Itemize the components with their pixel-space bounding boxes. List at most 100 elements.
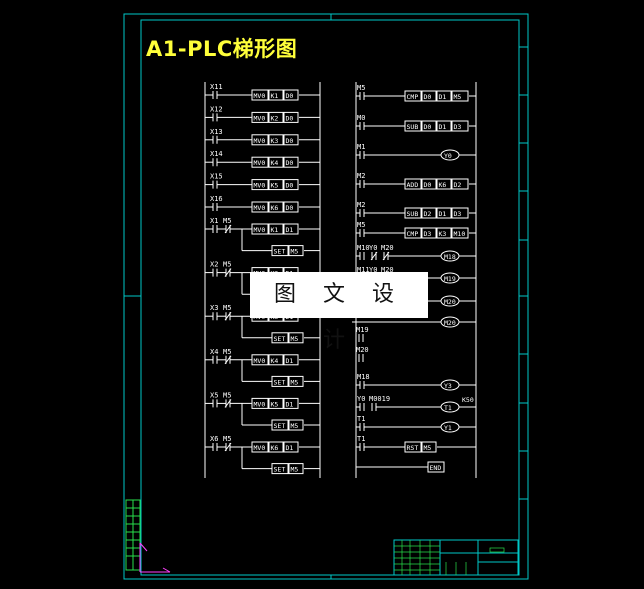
set-instr-cell	[288, 375, 304, 387]
mov-instr-text: MV0	[254, 400, 266, 408]
instr-box-text: D0	[424, 123, 432, 131]
instr-box-cell	[421, 207, 437, 219]
mov-instr-text: K4	[271, 357, 279, 365]
instr-box-text: D2	[454, 181, 462, 189]
instr-box-text: SUB	[407, 210, 419, 218]
set-instr-cell	[271, 419, 289, 431]
mov-instr-cell	[251, 397, 269, 409]
instr-box-text: CMP	[407, 230, 419, 238]
instr-box-cell	[421, 441, 437, 453]
contact-slash	[224, 355, 232, 365]
contact-slash	[382, 251, 390, 261]
instr-box-cell	[404, 90, 422, 102]
set-instr-cell	[288, 245, 304, 257]
instr-box-text: SUB	[407, 123, 419, 131]
set-instr-cell	[271, 332, 289, 344]
mov-instr-cell	[283, 354, 299, 366]
mov-instr-cell	[251, 201, 269, 213]
instr-box-cell	[421, 120, 437, 132]
input-contact: X12	[210, 105, 223, 113]
m5-contact: M5	[223, 261, 231, 269]
instr-box-cell	[404, 441, 422, 453]
set-instr-text: SET	[274, 422, 286, 430]
instr-box-cell	[421, 178, 437, 190]
instr-box-text: D3	[454, 210, 462, 218]
diagram-title: A1-PLC梯形图	[146, 37, 298, 61]
set-instr-text: M5	[291, 335, 299, 343]
instr-box-cell	[404, 178, 422, 190]
timer-const: K50	[462, 396, 474, 404]
mov-instr-cell	[268, 223, 284, 235]
m5-contact: M5	[223, 435, 231, 443]
set-instr-cell	[288, 332, 304, 344]
contact: M2	[357, 201, 365, 209]
set-instr-text: SET	[274, 335, 286, 343]
mov-instr-text: K5	[271, 400, 279, 408]
mov-instr-text: MV0	[254, 159, 266, 167]
mov-instr-text: D0	[286, 159, 294, 167]
input-contact: X14	[210, 150, 223, 158]
mov-instr-cell	[251, 441, 269, 453]
coil-label: Y1	[444, 424, 452, 432]
mov-instr-text: MV0	[254, 226, 266, 234]
left-title-strip	[125, 499, 141, 571]
mov-instr-text: D1	[286, 226, 294, 234]
instr-box-text: D0	[424, 181, 432, 189]
instr-box-text: M5	[424, 444, 432, 452]
instr-box-cell	[436, 207, 452, 219]
contact: M20	[356, 346, 369, 354]
contact: Y0	[369, 266, 377, 274]
instr-box-cell	[421, 227, 437, 239]
set-instr-cell	[288, 463, 304, 475]
instr-box-text: RST	[407, 444, 419, 452]
mov-instr-text: K1	[271, 92, 279, 100]
instr-box-cell	[451, 120, 469, 132]
mov-instr-text: K6	[271, 204, 279, 212]
set-instr-cell	[271, 463, 289, 475]
instr-box-cell	[451, 227, 469, 239]
mov-instr-cell	[268, 111, 284, 123]
mov-instr-cell	[251, 223, 269, 235]
instr-box-text: M10	[454, 230, 466, 238]
mov-instr-cell	[268, 354, 284, 366]
end-instr-cell	[427, 461, 445, 473]
mov-instr-cell	[251, 111, 269, 123]
mov-instr-text: K1	[271, 226, 279, 234]
coil-label: M20	[444, 298, 456, 306]
mov-instr-cell	[268, 201, 284, 213]
mov-instr-cell	[283, 441, 299, 453]
instr-box-text: D3	[424, 230, 432, 238]
end-instr-text: END	[430, 464, 442, 472]
mov-instr-cell	[283, 89, 299, 101]
mov-instr-cell	[268, 441, 284, 453]
set-instr-cell	[288, 419, 304, 431]
mov-instr-cell	[268, 134, 284, 146]
contact: Y0	[357, 395, 365, 403]
contact: T1	[357, 415, 365, 423]
mov-instr-cell	[251, 156, 269, 168]
set-instr-text: M5	[291, 422, 299, 430]
mov-instr-text: MV0	[254, 137, 266, 145]
coil-label: M20	[444, 319, 456, 327]
contact: M5	[357, 84, 365, 92]
contact-slash	[224, 311, 232, 321]
instr-box-cell	[451, 207, 469, 219]
contact-slash	[224, 268, 232, 277]
contact: M11	[357, 266, 370, 274]
title-block-grid	[394, 540, 505, 575]
input-contact: X13	[210, 128, 223, 136]
contact: M2	[357, 172, 365, 180]
instr-box-text: K3	[439, 230, 447, 238]
set-instr-text: M5	[291, 466, 299, 474]
coil-label: T1	[444, 404, 452, 412]
input-contact: X16	[210, 195, 223, 203]
instr-box-cell	[436, 227, 452, 239]
contact: M20	[381, 244, 394, 252]
mov-instr-text: D0	[286, 92, 294, 100]
contact-slash	[224, 224, 232, 234]
mov-instr-text: D0	[286, 137, 294, 145]
instr-box-cell	[451, 90, 469, 102]
mov-instr-text: D1	[286, 444, 294, 452]
mov-instr-cell	[268, 397, 284, 409]
